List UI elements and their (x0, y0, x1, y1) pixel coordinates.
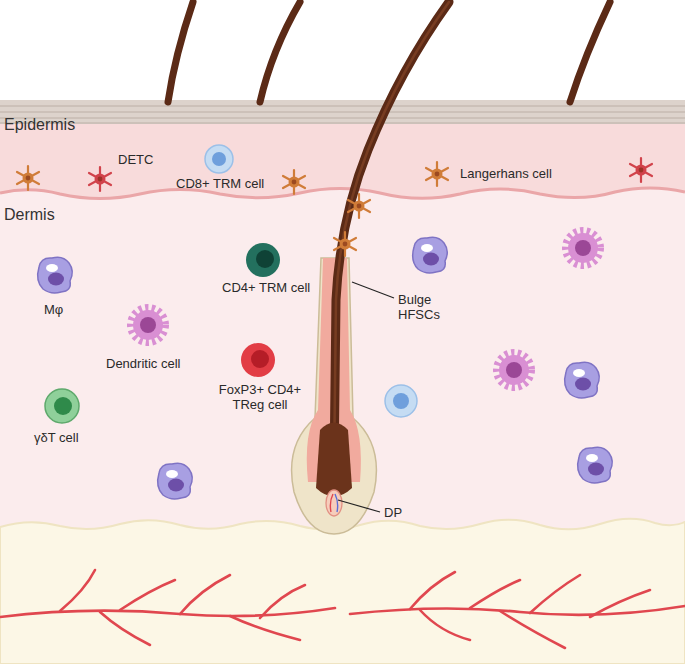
layer-name: Epidermis (4, 116, 75, 134)
cell-label: Dendritic cell (106, 356, 180, 371)
structure-label: Bulge HFSCs (398, 292, 450, 322)
cell-label: CD8+ TRM cell (176, 176, 264, 191)
layer-name: Dermis (4, 206, 55, 224)
cell-label: CD4+ TRM cell (222, 280, 310, 295)
cell-label: Langerhans cell (460, 166, 552, 181)
cell-label: FoxP3+ CD4+ TReg cell (214, 382, 306, 412)
cell-label: γδT cell (34, 430, 79, 445)
cell-label: DETC (118, 152, 153, 167)
structure-label: DP (384, 505, 402, 520)
cell-label: Mφ (44, 302, 63, 317)
